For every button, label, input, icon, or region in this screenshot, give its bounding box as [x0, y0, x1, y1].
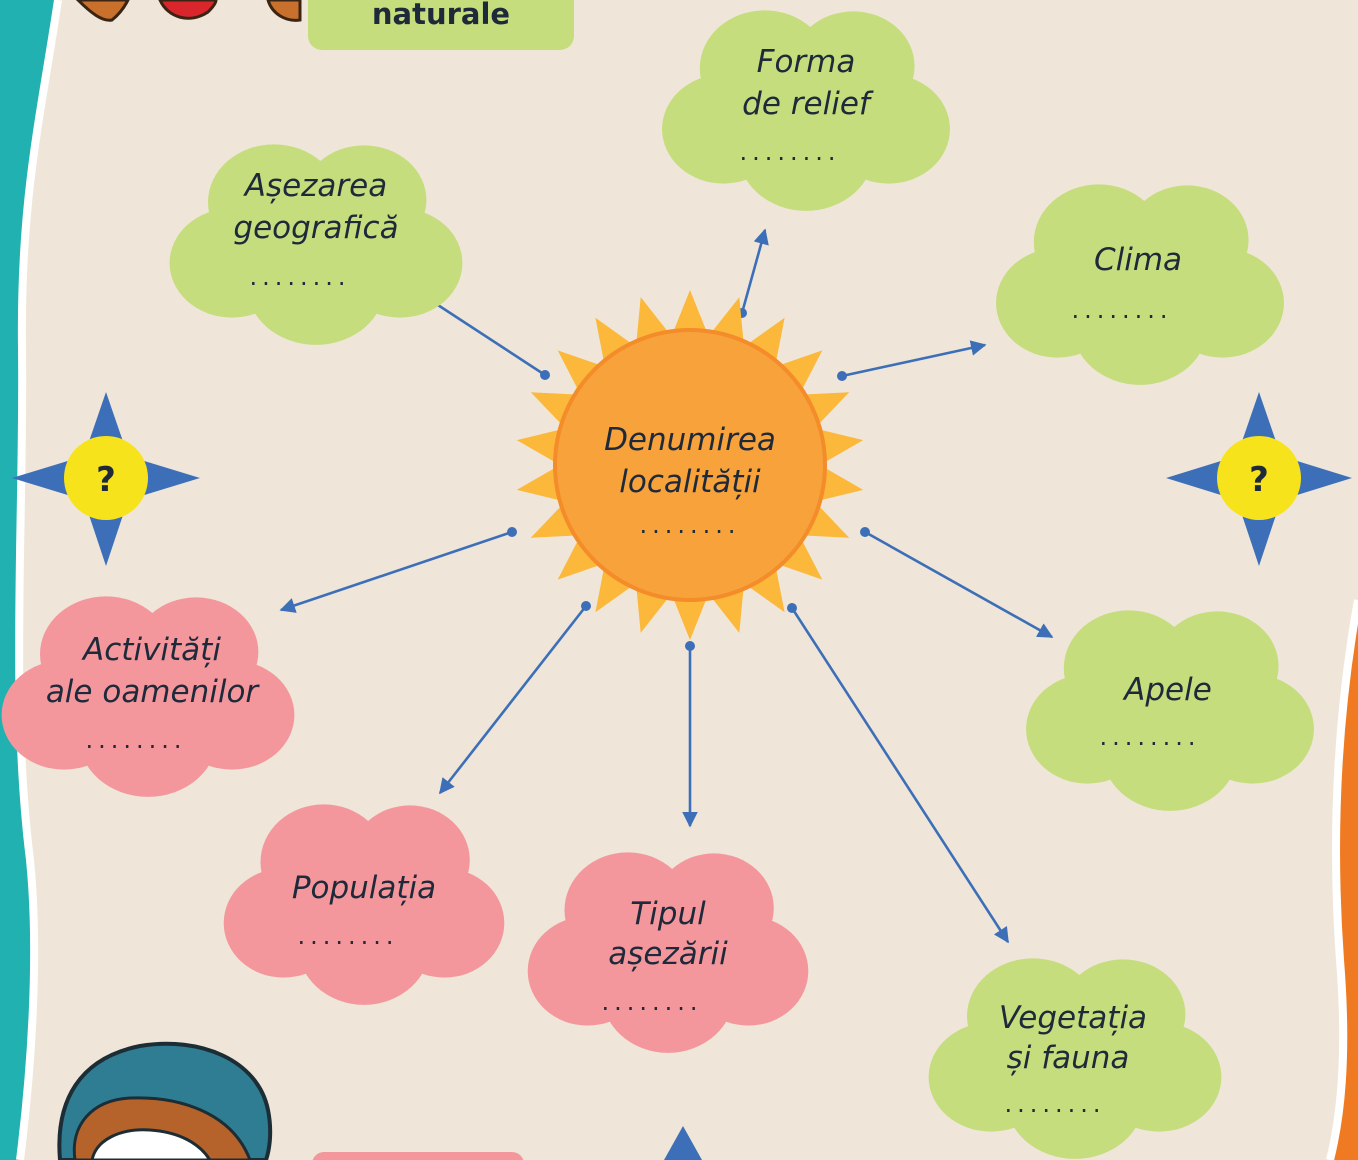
character-top-illustration	[75, 0, 302, 22]
cloud-populatia-line1: Populația	[292, 870, 436, 906]
arrow-to-apele	[864, 530, 1054, 639]
bottom-star-icon	[664, 1126, 702, 1160]
cloud-apele: Apele ........	[1026, 610, 1314, 811]
cloud-vegetatia-line1: Vegetația	[999, 1000, 1147, 1036]
cloud-vegetatia: Vegetația și fauna ........	[928, 958, 1222, 1159]
center-dots: ........	[639, 511, 740, 539]
cloud-tipul: Tipul așezării ........	[527, 852, 809, 1053]
arrow-to-clima	[841, 340, 987, 378]
arrow-to-activitati	[279, 530, 513, 613]
arrow-to-forma	[740, 228, 769, 314]
cloud-activitati-dots: ........	[85, 726, 186, 754]
center-title-line2: localității	[619, 464, 761, 500]
cloud-vegetatia-line2: și fauna	[1007, 1040, 1130, 1076]
left-question-marker: ?	[12, 392, 200, 566]
right-band-edge	[1326, 599, 1358, 1160]
cloud-populatia: Populația ........	[223, 804, 505, 1005]
cloud-clima-line1: Clima	[1094, 242, 1182, 278]
arrow-to-populatia	[438, 605, 588, 795]
right-question-marker: ?	[1166, 392, 1352, 566]
cloud-apele-dots: ........	[1099, 723, 1200, 751]
cloud-asezarea-dots: ........	[249, 263, 350, 291]
header-label-text: naturale	[372, 0, 510, 31]
cloud-forma-line2: de relief	[742, 86, 874, 122]
header-label-box: naturale	[308, 0, 574, 50]
cloud-apele-line1: Apele	[1122, 672, 1212, 708]
left-teal-band	[0, 0, 58, 1160]
center-title-line1: Denumirea	[604, 422, 776, 458]
sun-disc	[555, 330, 825, 600]
arrow-origin-dots	[507, 308, 870, 651]
cloud-activitati-line1: Activități	[81, 632, 221, 668]
cloud-asezarea: Așezarea geografică ........	[169, 144, 463, 345]
cloud-tipul-line1: Tipul	[630, 896, 706, 932]
cloud-vegetatia-dots: ........	[1004, 1090, 1105, 1118]
cloud-forma-line1: Forma	[757, 44, 856, 80]
cloud-populatia-dots: ........	[297, 922, 398, 950]
right-question-mark: ?	[1249, 460, 1269, 500]
left-question-mark: ?	[96, 460, 116, 500]
character-boy-illustration	[57, 1041, 273, 1160]
center-sun: Denumirea localității ........	[516, 290, 864, 640]
cloud-activitati: Activități ale oamenilor ........	[1, 596, 295, 797]
right-orange-band	[1330, 600, 1358, 1160]
cloud-clima: Clima ........	[996, 184, 1284, 385]
cloud-forma-dots: ........	[739, 138, 840, 166]
cloud-asezarea-line1: Așezarea	[243, 168, 388, 204]
cloud-tipul-dots: ........	[601, 988, 702, 1016]
left-band-edge	[15, 0, 62, 1160]
cloud-activitati-line2: ale oamenilor	[46, 674, 261, 710]
cloud-clima-dots: ........	[1071, 296, 1172, 324]
cloud-forma: Forma de relief ........	[662, 10, 950, 211]
arrow-to-vegetatia	[790, 607, 1010, 944]
cloud-tipul-line2: așezării	[608, 936, 728, 972]
cloud-asezarea-line2: geografică	[233, 210, 398, 246]
arrows	[279, 228, 1054, 944]
bottom-pink-label	[312, 1152, 524, 1160]
arrow-to-asezarea	[416, 290, 546, 377]
